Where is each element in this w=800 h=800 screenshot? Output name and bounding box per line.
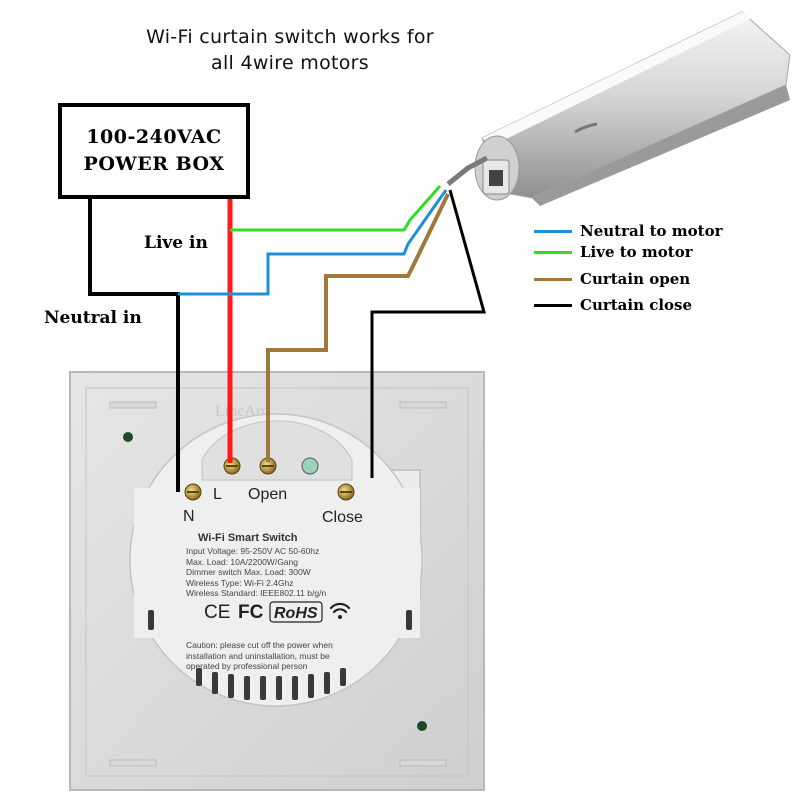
rohs-mark: RoHS — [274, 605, 318, 622]
indicator-led — [417, 721, 427, 731]
legend-swatch-neutral-motor — [534, 229, 572, 233]
switch-module: CE FC RoHS — [129, 413, 423, 707]
caution-line: installation and uninstallation, must be — [186, 650, 330, 661]
spec-line: Wireless Type: Wi-Fi 2.4Ghz — [186, 577, 294, 588]
module-specs: Input Voltage: 95-250V AC 50-60hz Max. L… — [186, 546, 326, 599]
terminal-l-label: L — [213, 486, 222, 503]
live-to-motor-wire — [230, 185, 442, 232]
legend-label: Neutral to motor — [580, 222, 723, 240]
diagram-title: Wi-Fi curtain switch works for all 4wire… — [0, 24, 580, 76]
wires — [88, 185, 486, 492]
module-vents — [148, 610, 412, 700]
legend-swatch-live-motor — [534, 250, 572, 254]
curtain-motor — [474, 11, 791, 206]
power-box-voltage: 100-240VAC — [86, 126, 222, 148]
module-title: Wi-Fi Smart Switch — [198, 532, 298, 544]
caution-line: operated by professional person — [186, 661, 308, 671]
motor-cable — [446, 155, 489, 186]
title-line-1: Wi-Fi curtain switch works for — [146, 26, 434, 48]
legend-label: Curtain close — [580, 296, 693, 314]
legend-item: Curtain open — [534, 269, 690, 289]
terminal-screws — [184, 457, 355, 501]
spec-line: Input Voltage: 95-250V AC 50-60hz — [186, 546, 320, 556]
indicator-led — [123, 432, 133, 442]
certification-marks: CE FC RoHS — [204, 601, 351, 623]
legend-item: Curtain close — [534, 295, 692, 315]
neutral-in-wire — [88, 193, 180, 492]
terminal-close-label: Close — [322, 509, 363, 526]
wifi-icon — [329, 602, 351, 619]
spec-line: Dimmer switch Max. Load: 300W — [186, 567, 311, 577]
spec-line: Max. Load: 10A/2200W/Gang — [186, 556, 298, 567]
terminal-open-label: Open — [248, 486, 288, 503]
module-caution: Caution: please cut off the power when i… — [186, 640, 333, 672]
power-box-label: POWER BOX — [83, 153, 225, 175]
power-box: 100-240VAC POWER BOX — [58, 103, 250, 199]
legend-label: Curtain open — [580, 270, 691, 288]
terminal-n-label: N — [183, 508, 195, 525]
curtain-open-wire — [266, 193, 450, 462]
neutral-to-motor-wire — [178, 189, 448, 296]
live-in-label: Live in — [144, 233, 208, 253]
spec-line: Wireless Standard: IEEE802.11 b/g/n — [186, 588, 327, 598]
legend-swatch-curtain-close — [534, 303, 572, 307]
fc-mark: FC — [238, 602, 264, 623]
title-line-2: all 4wire motors — [211, 52, 369, 74]
caution-line: Caution: please cut off the power when — [186, 640, 333, 650]
curtain-close-wire — [370, 189, 486, 478]
legend-swatch-curtain-open — [534, 277, 572, 281]
legend-item: Neutral to motor — [534, 221, 723, 241]
neutral-in-label: Neutral in — [44, 308, 142, 328]
legend-label: Live to motor — [580, 243, 693, 261]
legend-item: Live to motor — [534, 242, 693, 262]
ce-mark: CE — [204, 602, 230, 623]
